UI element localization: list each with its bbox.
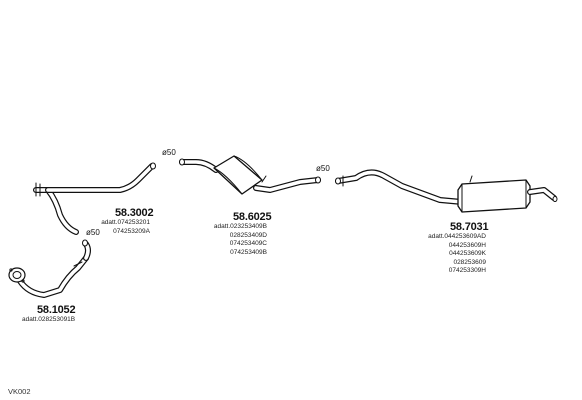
oem-code: 074253409B	[230, 248, 267, 256]
pipe-diameter-label: ø50	[162, 148, 176, 157]
part-number-58-3002: 58.3002	[115, 207, 154, 219]
oem-code: adatt.023253409B	[213, 223, 267, 230]
part-oem-codes-58-6025: adatt.023253409B 028253409D 074253409C 0…	[214, 223, 267, 257]
pipe-diameter-label: ø50	[316, 164, 330, 173]
intermediate-pipe-drawing	[33, 162, 156, 235]
part-oem-codes-58-1052: adatt.028253091B	[22, 316, 75, 325]
oem-code: adatt.074253201	[101, 219, 150, 226]
front-pipe-drawing	[8, 239, 91, 298]
oem-code: 074253209A	[113, 227, 150, 235]
oem-code: 074253409C	[229, 240, 267, 248]
oem-code: 028253609	[453, 258, 486, 266]
part-oem-codes-58-7031: adatt.044253609AD 044253609H 044253609K …	[428, 233, 486, 276]
centre-silencer-drawing	[179, 155, 321, 195]
pipe-diameter-label: ø50	[86, 228, 100, 237]
oem-code: 044253609K	[449, 250, 486, 258]
rear-silencer-drawing	[335, 169, 558, 213]
diagram-code: VK002	[8, 387, 31, 396]
oem-code: 074253309H	[448, 267, 486, 275]
part-oem-codes-58-3002: adatt.074253201 074253209A	[101, 219, 150, 236]
part-number-58-7031: 58.7031	[450, 221, 489, 233]
oem-code: adatt.044253609AD	[428, 233, 486, 240]
oem-code: 028253409D	[229, 231, 267, 239]
oem-code: 044253609H	[448, 241, 486, 249]
part-number-58-1052: 58.1052	[37, 304, 76, 316]
part-number-58-6025: 58.6025	[233, 211, 272, 223]
oem-code: adatt.028253091B	[22, 316, 76, 323]
